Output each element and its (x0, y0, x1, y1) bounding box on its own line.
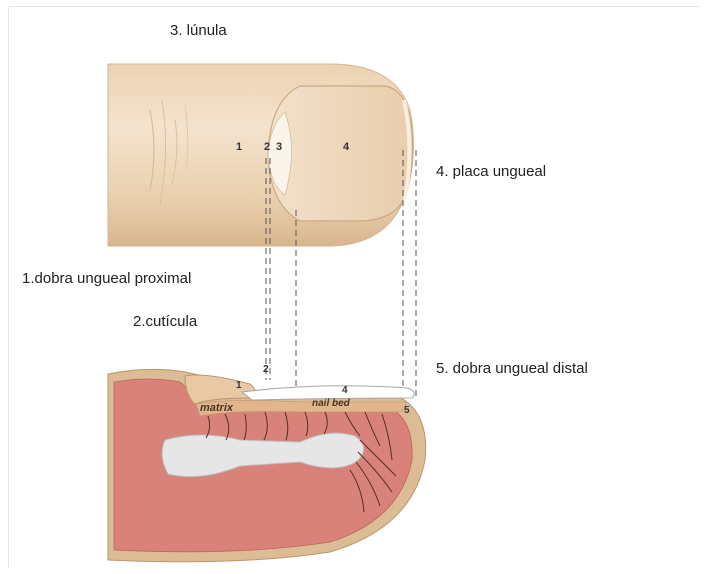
finger-dorsal-view: 1 2 3 4 (108, 64, 414, 246)
caption-lunula: 3. lúnula (170, 22, 227, 39)
nail-bed-label: nail bed (312, 398, 351, 409)
caption-cuticula: 2.cutícula (133, 313, 197, 330)
section-number-4: 4 (342, 385, 348, 396)
section-number-5: 5 (404, 405, 410, 416)
caption-placa-ungueal: 4. placa ungueal (436, 163, 546, 180)
top-number-3: 3 (276, 141, 282, 153)
caption-dobra-proximal: 1.dobra ungueal proximal (22, 270, 191, 287)
caption-dobra-distal: 5. dobra ungueal distal (436, 360, 588, 377)
top-number-4: 4 (343, 141, 350, 153)
matrix-label: matrix (200, 402, 234, 414)
top-number-1: 1 (236, 141, 242, 153)
section-number-1: 1 (236, 380, 242, 391)
finger-cross-section: 1 2 4 5 matrix nail bed (108, 364, 426, 562)
section-number-2: 2 (263, 364, 269, 375)
top-number-2: 2 (264, 141, 270, 153)
